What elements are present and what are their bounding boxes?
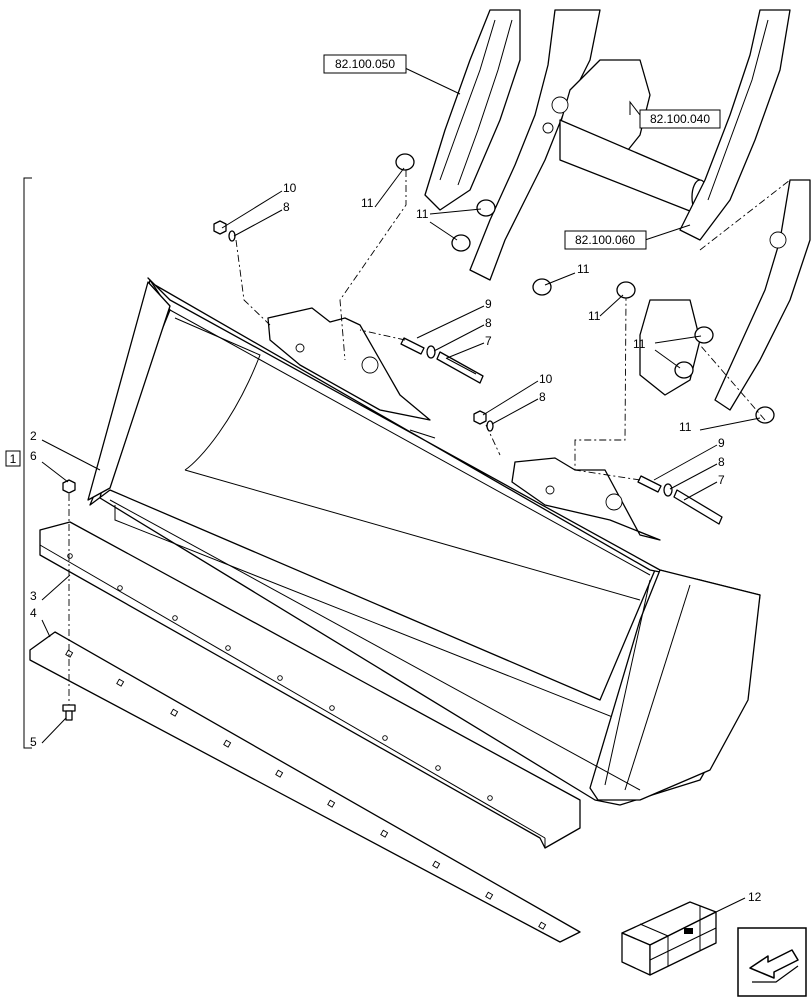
callout-4: 4: [30, 606, 37, 620]
next-page-arrow-icon[interactable]: [737, 927, 807, 997]
callout-11-a: 11: [361, 196, 374, 210]
ref-82-100-040[interactable]: 82.100.040: [650, 112, 710, 126]
leader-lines: [41, 67, 761, 913]
bolt-part-5: [62, 704, 76, 721]
callout-8-upper: 8: [485, 316, 492, 330]
washer-part-8-upper: [426, 345, 436, 359]
callout-9-upper: 9: [485, 297, 492, 311]
crate-icon: [621, 901, 717, 976]
nut-part-6: [62, 479, 76, 494]
callout-8-lower: 8: [718, 455, 725, 469]
group-bracket-label: 1: [10, 452, 17, 466]
callout-11-d: 11: [588, 309, 601, 323]
callout-8-top: 8: [283, 200, 290, 214]
callout-9-lower: 9: [718, 436, 725, 450]
cutting-edge-part-3: [39, 521, 581, 849]
callout-11-f: 11: [679, 420, 692, 434]
callout-11-c: 11: [577, 262, 590, 276]
reference-boxes[interactable]: 82.100.050 82.100.040 82.100.060: [323, 54, 721, 250]
nut-part-10-upper: [213, 220, 227, 235]
bolt-part-7-upper: [436, 351, 484, 384]
callout-8-mid: 8: [539, 390, 546, 404]
callout-11-b: 11: [416, 207, 429, 221]
callout-7-lower: 7: [718, 473, 725, 487]
group-bracket: 1: [5, 177, 32, 749]
callout-2: 2: [30, 429, 37, 443]
ref-82-100-060[interactable]: 82.100.060: [575, 233, 635, 247]
loader-arm-left: [424, 9, 651, 281]
callout-5: 5: [30, 735, 37, 749]
ref-82-100-050[interactable]: 82.100.050: [335, 57, 395, 71]
bucket: [87, 277, 761, 806]
washer-part-8-mid: [486, 420, 494, 432]
assembly-lines: [235, 170, 766, 481]
washer-part-8-lower: [663, 483, 673, 497]
loader-arm-right: [639, 9, 811, 411]
callout-12: 12: [748, 890, 762, 904]
callouts: 2 6 3 4 5 10 8 11 11 11 9 8 7 10 8 11 11…: [30, 181, 762, 904]
callout-10-top: 10: [283, 181, 297, 195]
callout-7-upper: 7: [485, 334, 492, 348]
bushing-group-11: [395, 153, 775, 424]
pin-part-9-upper: [400, 337, 425, 355]
wear-plate-part-4: [29, 631, 581, 943]
callout-10-mid: 10: [539, 372, 553, 386]
bolt-part-7-lower: [673, 489, 723, 525]
callout-11-e: 11: [633, 337, 646, 351]
callout-6: 6: [30, 449, 37, 463]
nut-part-10-lower: [473, 410, 487, 425]
callout-3: 3: [30, 589, 37, 603]
